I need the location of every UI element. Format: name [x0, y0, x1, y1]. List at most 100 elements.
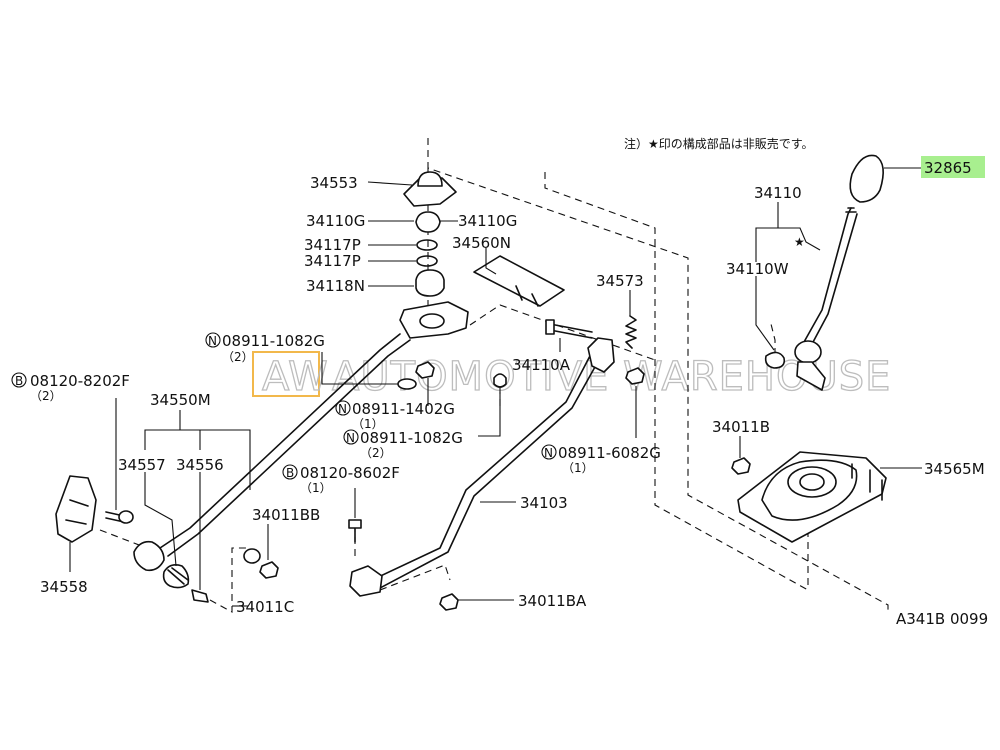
part-label-34011c[interactable]: 34011C — [236, 598, 294, 616]
fastener-b8202f-code: 08120-8202F — [30, 372, 130, 390]
fastener-n1082g-mid[interactable]: N 08911-1082G （2） — [343, 429, 463, 460]
rod-34550m-socket — [133, 540, 165, 572]
part-label-34557[interactable]: 34557 — [118, 456, 166, 474]
part-label-34117p-b[interactable]: 34117P — [304, 252, 361, 270]
collar-34556 — [191, 589, 209, 603]
shift-housing-cup-inner — [799, 473, 825, 491]
fastener-n1402g[interactable]: N 08911-1402G （1） — [335, 400, 455, 431]
dashed-guide-inner — [544, 172, 809, 591]
fastener-n1402g-code: 08911-1402G — [352, 400, 455, 418]
fastener-n1082g-top-prefix: N — [208, 334, 217, 348]
part-label-34118n[interactable]: 34118N — [306, 277, 365, 295]
rod-34103-end — [349, 565, 383, 597]
washer-34011c — [243, 548, 261, 564]
leader-34550m — [144, 429, 251, 490]
fastener-b8602f-prefix: B — [286, 466, 294, 480]
part-label-34573[interactable]: 34573 — [596, 272, 644, 290]
part-label-32865[interactable]: 32865 — [924, 159, 972, 177]
rod-34103-clevis — [587, 337, 615, 373]
part-label-34117p-a[interactable]: 34117P — [304, 236, 361, 254]
fastener-n1082g-top-qty: （2） — [222, 350, 254, 364]
bolt-8602f-head — [348, 519, 362, 529]
leader-34557 — [144, 472, 177, 567]
fastener-n1402g-qty: （1） — [352, 417, 384, 431]
bolt-34110a-head — [545, 319, 555, 335]
part-labels: 32865 34110 34110W 34011B 34565M 34553 3… — [40, 159, 985, 616]
fastener-n6082g-prefix: N — [544, 446, 553, 460]
shift-lever — [803, 207, 858, 345]
star-mark: ★ — [794, 235, 805, 249]
note-text: 注）★印の構成部品は非販売です。 — [624, 136, 814, 151]
fastener-n1082g-mid-code: 08911-1082G — [360, 429, 463, 447]
bolt-8202f-head — [118, 510, 134, 524]
fastener-n1082g-top-code: 08911-1082G — [222, 332, 325, 350]
leader-lines — [69, 167, 922, 607]
shift-lever-base — [796, 361, 826, 391]
washer-1082g-top — [397, 378, 417, 390]
shift-lever-top-stud — [845, 207, 857, 213]
nut-34011b — [731, 457, 751, 475]
nut-34011ba — [439, 593, 459, 611]
part-label-34110g-right[interactable]: 34110G — [458, 212, 517, 230]
bracket-34558 — [55, 475, 97, 543]
diagram-code: A341B 0099 — [896, 610, 988, 628]
leader-34553 — [367, 181, 413, 186]
fastener-n1402g-prefix: N — [338, 402, 347, 416]
shift-knob — [849, 154, 884, 203]
part-label-34011bb[interactable]: 34011BB — [252, 506, 320, 524]
part-label-34558[interactable]: 34558 — [40, 578, 88, 596]
shift-housing-cup — [787, 466, 837, 498]
leader-n1082g-mid — [478, 392, 501, 437]
lever-bracket-hole — [419, 313, 445, 329]
part-label-34103[interactable]: 34103 — [520, 494, 568, 512]
part-label-34110g-left[interactable]: 34110G — [306, 212, 365, 230]
fastener-n6082g-circle — [541, 444, 557, 460]
nut-34011bb — [259, 561, 279, 579]
bracket-34558-detail — [65, 499, 89, 525]
leader-34110 — [755, 202, 779, 262]
fastener-b8602f[interactable]: B 08120-8602F （1） — [282, 464, 400, 495]
fastener-b8602f-circle — [282, 464, 298, 480]
part-label-34110[interactable]: 34110 — [754, 184, 802, 202]
part-label-34556[interactable]: 34556 — [176, 456, 224, 474]
bushing-34118n — [415, 269, 445, 297]
fastener-b8202f-circle — [11, 372, 27, 388]
nut-1082g-mid — [493, 373, 507, 388]
fastener-n1082g-top-circle — [205, 332, 221, 348]
dashed-guide-knob — [769, 319, 776, 355]
bolt-34110a — [549, 323, 593, 339]
fastener-n6082g[interactable]: N 08911-6082G （1） — [541, 444, 661, 475]
mount-dome — [417, 171, 443, 187]
lever-boot-piece — [764, 351, 786, 369]
leader-n1082g-top — [321, 352, 398, 385]
nut-1402g — [415, 361, 435, 379]
part-label-34011b[interactable]: 34011B — [712, 418, 770, 436]
part-label-34011ba[interactable]: 34011BA — [518, 592, 587, 610]
shift-lever-ball — [794, 340, 822, 364]
part-label-34550m[interactable]: 34550M — [150, 391, 211, 409]
part-label-34565m[interactable]: 34565M — [924, 460, 985, 478]
fastener-n6082g-code: 08911-6082G — [558, 444, 661, 462]
fastener-n1082g-mid-prefix: N — [346, 431, 355, 445]
fastener-n6082g-qty: （1） — [562, 461, 594, 475]
lever-bracket — [399, 301, 469, 339]
watermark-prefix: AW — [262, 354, 329, 400]
fastener-n1082g-mid-circle — [343, 429, 359, 445]
part-label-34110a[interactable]: 34110A — [512, 356, 571, 374]
fastener-n1082g-top[interactable]: N 08911-1082G （2） — [205, 332, 325, 364]
part-label-34110w[interactable]: 34110W — [726, 260, 789, 278]
plate-34560n — [473, 255, 565, 307]
leader-34110w — [755, 276, 775, 351]
fastener-n1082g-mid-qty: （2） — [360, 446, 392, 460]
part-label-34553[interactable]: 34553 — [310, 174, 358, 192]
dashed-guide-collar — [209, 547, 248, 613]
leader-34110-star — [778, 227, 821, 251]
watermark-logo-box — [252, 351, 320, 397]
fastener-b8202f[interactable]: B 08120-8202F （2） — [11, 372, 130, 403]
part-label-34560n[interactable]: 34560N — [452, 234, 511, 252]
part-highlight-32865 — [921, 156, 985, 178]
rod-34103 — [371, 351, 601, 589]
nut-6082g — [625, 367, 645, 385]
o-ring-upper — [416, 239, 438, 251]
